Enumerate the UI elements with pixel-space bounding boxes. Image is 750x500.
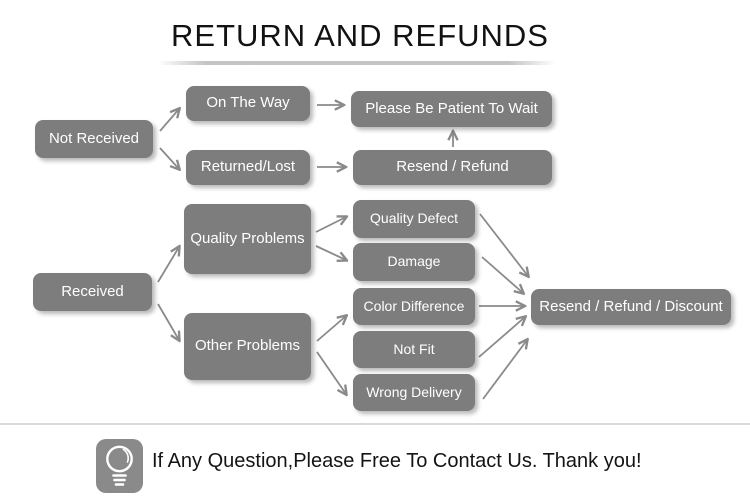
node-wrong-delivery: Wrong Delivery [353, 374, 475, 411]
node-received: Received [33, 273, 152, 311]
node-returned-lost: Returned/Lost [186, 150, 310, 185]
node-color-difference: Color Difference [353, 288, 475, 325]
node-not-fit: Not Fit [353, 331, 475, 368]
node-quality-problems: Quality Problems [184, 204, 311, 274]
node-resend-refund: Resend / Refund [353, 150, 552, 185]
title-underline [158, 61, 556, 65]
node-other-problems: Other Problems [184, 313, 311, 380]
node-damage: Damage [353, 243, 475, 281]
footer-divider [0, 423, 750, 425]
lightbulb-icon [96, 439, 143, 493]
node-quality-defect: Quality Defect [353, 200, 475, 238]
node-on-the-way: On The Way [186, 86, 310, 121]
node-not-received: Not Received [35, 120, 153, 158]
node-resend-refund-discount: Resend / Refund / Discount [531, 289, 731, 325]
footer-message: If Any Question,Please Free To Contact U… [152, 450, 642, 472]
page-title: RETURN AND REFUNDS [171, 18, 549, 53]
node-please-be-patient: Please Be Patient To Wait [351, 91, 552, 127]
